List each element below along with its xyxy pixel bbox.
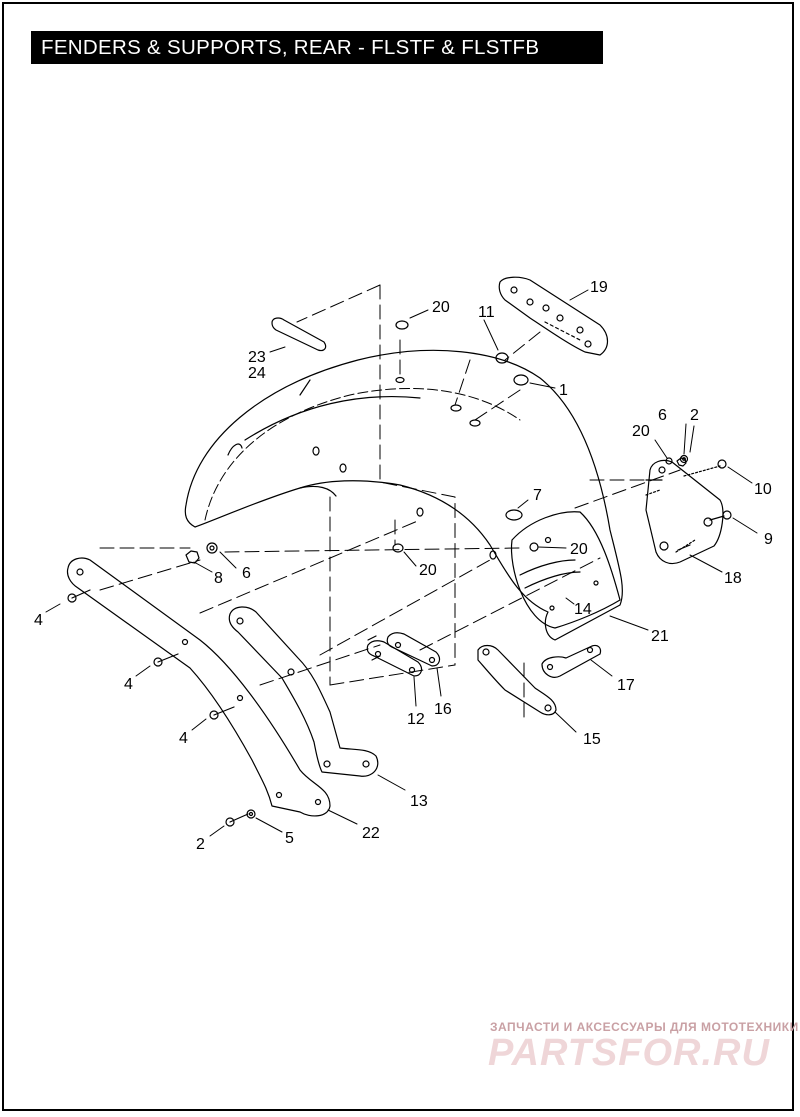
callout-10: 10 — [754, 481, 772, 498]
callout-20: 20 — [570, 541, 588, 558]
callout-13: 13 — [410, 793, 428, 810]
bracket-16 — [386, 632, 441, 667]
watermark-logo: PARTSFOR.RU — [488, 1032, 770, 1074]
callout-20: 20 — [632, 423, 650, 440]
cap-7 — [505, 509, 523, 521]
callout-1: 1 — [559, 382, 568, 399]
callout-6: 6 — [658, 407, 667, 424]
callout-6: 6 — [242, 565, 251, 582]
grommet-20d — [665, 457, 673, 465]
callout-21: 21 — [651, 628, 669, 645]
grommet-20a — [395, 320, 409, 330]
nut-2b — [676, 457, 687, 467]
bolt-4c — [209, 706, 235, 720]
rear-fender — [184, 349, 623, 641]
bolt-2 — [225, 813, 249, 827]
grommet-20b — [392, 543, 404, 553]
callout-4: 4 — [34, 612, 43, 629]
callout-7: 7 — [533, 487, 542, 504]
callout-24: 24 — [248, 365, 266, 382]
trim-strip-23 — [271, 317, 327, 352]
callout-2: 2 — [690, 407, 699, 424]
callout-5: 5 — [285, 830, 294, 847]
washer-6 — [206, 542, 218, 554]
callout-19: 19 — [590, 279, 608, 296]
strap-17 — [541, 644, 602, 678]
watermark-tagline: ЗАПЧАСТИ И АКСЕССУАРЫ ДЛЯ МОТОТЕХНИКИ — [490, 1020, 799, 1034]
callout-17: 17 — [617, 677, 635, 694]
callout-4: 4 — [179, 730, 188, 747]
callout-8: 8 — [214, 570, 223, 587]
bolt-4b — [153, 653, 179, 667]
callout-9: 9 — [764, 531, 773, 548]
callout-23: 23 — [248, 349, 266, 366]
callout-labels: 20 11 19 1 23 24 20 6 2 10 7 9 20 18 14 … — [34, 279, 773, 853]
plug-1 — [513, 374, 529, 386]
callout-20: 20 — [419, 562, 437, 579]
fender-support-22 — [66, 557, 331, 817]
bracket-12 — [366, 635, 423, 677]
callout-15: 15 — [583, 731, 601, 748]
assembly-guide-lines — [99, 284, 681, 721]
callout-20: 20 — [432, 299, 450, 316]
callout-14: 14 — [574, 601, 592, 618]
callout-16: 16 — [434, 701, 452, 718]
plug-11 — [495, 352, 509, 364]
washer-5 — [246, 809, 256, 819]
nut-8 — [185, 550, 200, 564]
callout-12: 12 — [407, 711, 425, 728]
callout-4: 4 — [124, 676, 133, 693]
nut-10 — [717, 459, 727, 469]
callout-18: 18 — [724, 570, 742, 587]
plate-19 — [498, 276, 609, 356]
callout-2: 2 — [196, 836, 205, 853]
callout-22: 22 — [362, 825, 380, 842]
bolt-4a — [67, 589, 91, 603]
hardware — [67, 320, 732, 827]
leader-lines — [45, 289, 758, 837]
callout-11: 11 — [478, 304, 495, 321]
fender-support-13 — [228, 606, 379, 777]
support-15 — [477, 644, 557, 716]
nut-9 — [722, 510, 732, 520]
fender-shield — [510, 511, 621, 629]
page-title: FENDERS & SUPPORTS, REAR - FLSTF & FLSTF… — [31, 31, 603, 64]
grommet-20c — [529, 542, 539, 552]
